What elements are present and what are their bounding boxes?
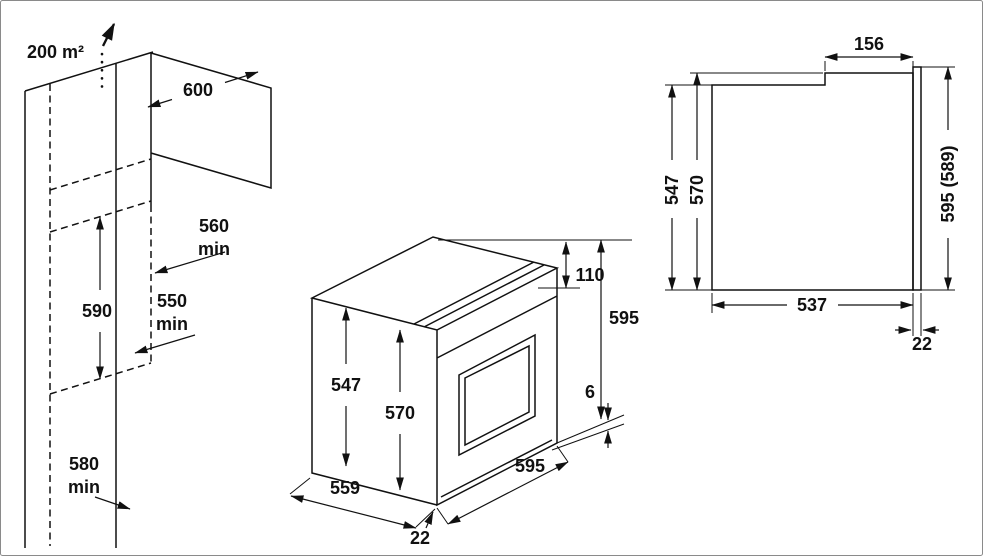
niche-depth-label: 560	[199, 216, 229, 236]
dimension-line	[290, 495, 417, 529]
dimension-line	[447, 461, 569, 525]
side-top-recess-label: 156	[854, 34, 884, 54]
dimension-line	[154, 251, 226, 274]
dimension-line	[147, 98, 173, 108]
oven-body-height-label: 547	[331, 375, 361, 395]
side-body-height-label: 547	[662, 175, 682, 205]
vent-arrow	[101, 22, 116, 47]
dimension-line	[94, 496, 131, 510]
oven-front-height-label: 570	[385, 403, 415, 423]
side-front-height-label: 570	[687, 175, 707, 205]
cabinet-top-depth-label: 600	[183, 80, 213, 100]
oven-door-overhang-label: 22	[410, 528, 430, 548]
dimension-line	[224, 71, 259, 84]
plinth-depth-label: 580	[69, 454, 99, 474]
niche-width-label: 550	[157, 291, 187, 311]
extension-lines	[289, 239, 632, 528]
panel-height-label: 110	[575, 265, 604, 285]
oven-bottom-gap-label: 6	[585, 382, 595, 402]
niche-depth-min-label: min	[198, 239, 230, 259]
oven-body-depth-label: 559	[330, 478, 360, 498]
plinth-depth-min-label: min	[68, 477, 100, 497]
side-body-depth-label: 537	[797, 295, 827, 315]
side-total-height-label: 595 (589)	[938, 145, 958, 222]
oven-isometric-view: 547 570 110 595 6 595 559 22	[289, 236, 639, 548]
dimension-line	[134, 334, 196, 354]
ventilation-area-label: 200 m²	[27, 42, 84, 62]
cabinet-niche-view: 200 m² 600 560 min 590 550 min 580 min	[24, 22, 272, 548]
niche-width-min-label: min	[156, 314, 188, 334]
side-door-thickness-label: 22	[912, 334, 932, 354]
niche-height-label: 590	[82, 301, 112, 321]
oven-side-view: 156 547 570 595 (589) 537 22	[662, 34, 958, 354]
cabinet-outline	[24, 51, 272, 548]
oven-total-height-label: 595	[609, 308, 639, 328]
dimension-line	[424, 511, 434, 529]
oven-door-window	[458, 333, 536, 457]
oven-front-width-label: 595	[515, 456, 545, 476]
